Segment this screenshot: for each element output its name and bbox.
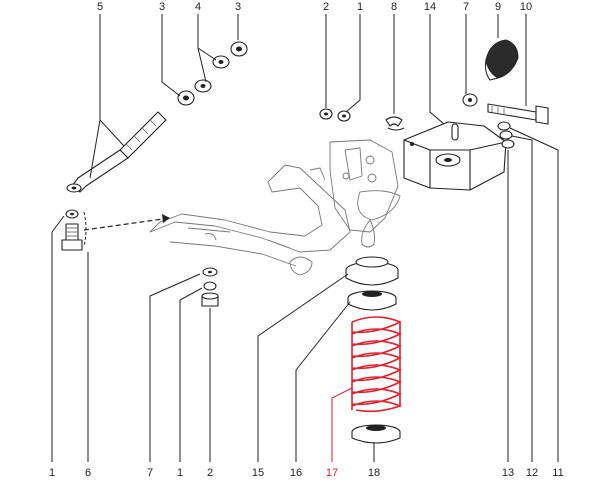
callout-2: 2 [207,467,213,479]
part-1-washer-lower [203,281,217,291]
callout-18: 18 [368,467,380,479]
part-1-washer-top [337,110,351,122]
part-16-insulator [347,290,397,311]
part-11-washer [501,139,515,149]
part-18-lower-insulator [351,424,401,444]
part-8-clip [385,116,405,131]
part-2-nut-lower [201,292,219,307]
callout-1: 1 [357,1,363,13]
part-6-bolt [61,223,83,251]
callout-8: 8 [391,1,397,13]
callout-11: 11 [552,467,563,479]
part-5-shaft [66,111,167,193]
part-9-bump-stop [484,39,519,81]
callout-16: 16 [290,467,302,479]
part-1-washer-left [65,209,79,219]
callout-10: 10 [520,1,532,13]
callout-7: 7 [463,1,469,13]
callout-17-highlighted: 17 [326,467,338,479]
part-15-spring-seat-upper [345,256,399,286]
callout-9: 9 [495,1,501,13]
part-17-coil-spring [351,316,403,413]
callout-6: 6 [85,467,91,479]
part-2-nut-top [319,108,333,120]
callout-2: 2 [323,1,329,13]
part-3-nut-a [177,90,195,106]
part-12-washer [499,130,513,140]
leader-lines [51,14,559,462]
part-4-washer-a [194,79,212,93]
callout-14: 14 [424,1,436,13]
suspension-arm-assembly [149,139,401,276]
callouts-bottom: 1 6 7 1 2 15 16 17 18 13 12 11 [49,467,564,479]
callout-12: 12 [526,467,538,479]
callouts-top: 5 3 4 3 2 1 8 14 7 9 10 [97,1,532,13]
part-7-washer [462,93,478,107]
callout-4: 4 [195,1,201,13]
callout-3: 3 [159,1,165,13]
callout-3: 3 [235,1,241,13]
part-13-nut [497,121,511,131]
callout-1: 1 [177,467,183,479]
callout-15: 15 [252,467,264,479]
part-3-nut-b [230,41,248,57]
callout-1: 1 [49,467,55,479]
bracket-dashes [83,211,87,247]
part-10-bolt [487,103,549,125]
callout-13: 13 [502,467,514,479]
assembly-arrow [83,214,171,231]
part-4-washer-b [212,55,230,69]
part-7-washer-lower [202,267,218,277]
callout-5: 5 [97,1,103,13]
callout-7: 7 [147,467,153,479]
part-14-bracket [403,121,507,191]
